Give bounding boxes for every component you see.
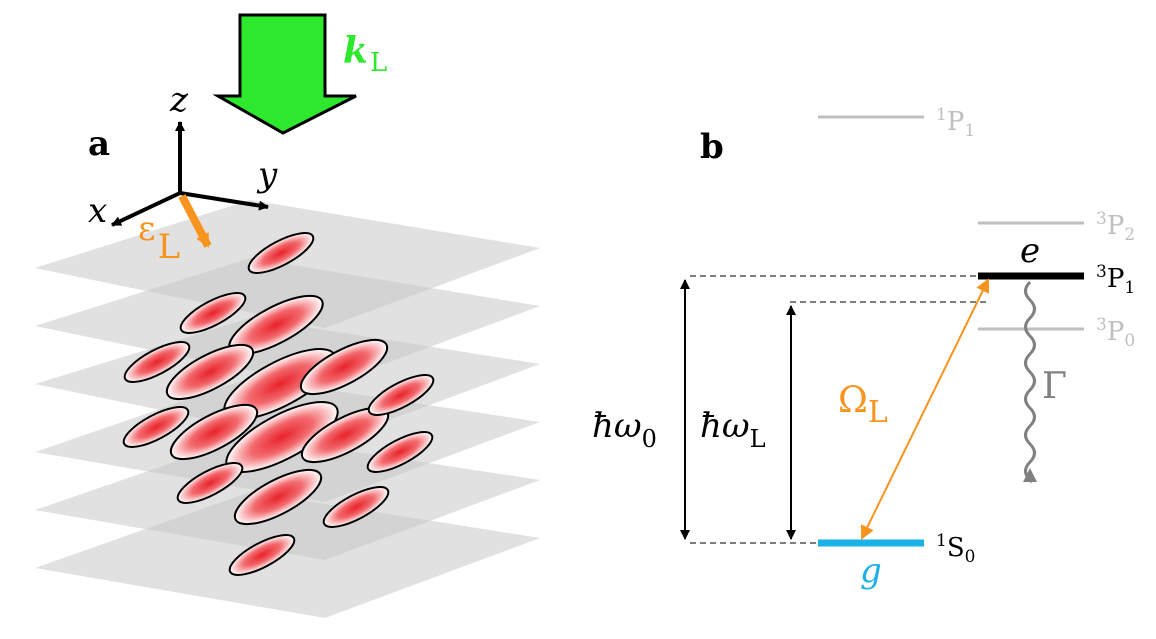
atom [169, 403, 259, 461]
panel-b: b 1P1 3P2 3P1 3P0 1S0 e g ħω0 ħωL ΩL Γ [592, 105, 1135, 591]
polarization-subscript: L [158, 227, 181, 267]
y-axis-label: y [256, 155, 278, 195]
laser-energy-label: ħωL [700, 406, 766, 453]
rabi-label: ΩL [838, 380, 888, 430]
decay-label: Γ [1042, 366, 1067, 407]
atom [322, 486, 390, 528]
atom [247, 232, 315, 274]
beam-symbol: k [343, 30, 368, 72]
laser-beam-arrow [212, 13, 357, 135]
atom [176, 462, 244, 504]
atom [366, 431, 434, 473]
laser-energy-symbol: ħω [700, 406, 750, 446]
atom [367, 374, 435, 416]
transition-energy-symbol: ħω [592, 406, 642, 446]
panel-a: a [35, 13, 540, 618]
coordinate-axes [111, 121, 269, 227]
level-3P0-label: 3P0 [1096, 315, 1135, 351]
decay-wavy-arrow [1023, 280, 1037, 484]
transition-energy-label: ħω0 [592, 406, 657, 453]
z-axis-label: z [169, 80, 189, 120]
polarization-arrow [178, 194, 212, 248]
ground-state-label: g [860, 551, 882, 591]
panel-a-label: a [88, 124, 110, 164]
atoms [122, 232, 435, 576]
atom [123, 341, 191, 383]
laser-energy-subscript: L [750, 425, 766, 453]
panel-b-label: b [700, 127, 724, 167]
polarization-symbol: ε [138, 209, 156, 249]
x-axis-label: x [88, 191, 107, 231]
excited-state-label: e [1020, 231, 1040, 271]
rabi-symbol: Ω [838, 380, 868, 421]
beam-subscript: L [370, 48, 387, 78]
level-1P1-label: 1P1 [936, 105, 975, 141]
x-axis-arrow [111, 191, 181, 227]
level-1S0-label: 1S0 [936, 531, 975, 567]
atom [122, 406, 190, 448]
transition-energy-subscript: 0 [642, 425, 657, 453]
atom [179, 292, 247, 334]
level-3P2-label: 3P2 [1096, 209, 1135, 245]
rabi-coupling-arrow [860, 278, 990, 540]
atom [228, 534, 296, 576]
beam-label: kL [343, 30, 387, 78]
rabi-subscript: L [868, 395, 888, 430]
atom [165, 343, 255, 401]
atom [233, 468, 323, 526]
level-3P1-label: 3P1 [1096, 262, 1135, 298]
y-axis-arrow [179, 191, 269, 211]
polarization-label: εL [138, 209, 180, 267]
atom [299, 338, 389, 396]
